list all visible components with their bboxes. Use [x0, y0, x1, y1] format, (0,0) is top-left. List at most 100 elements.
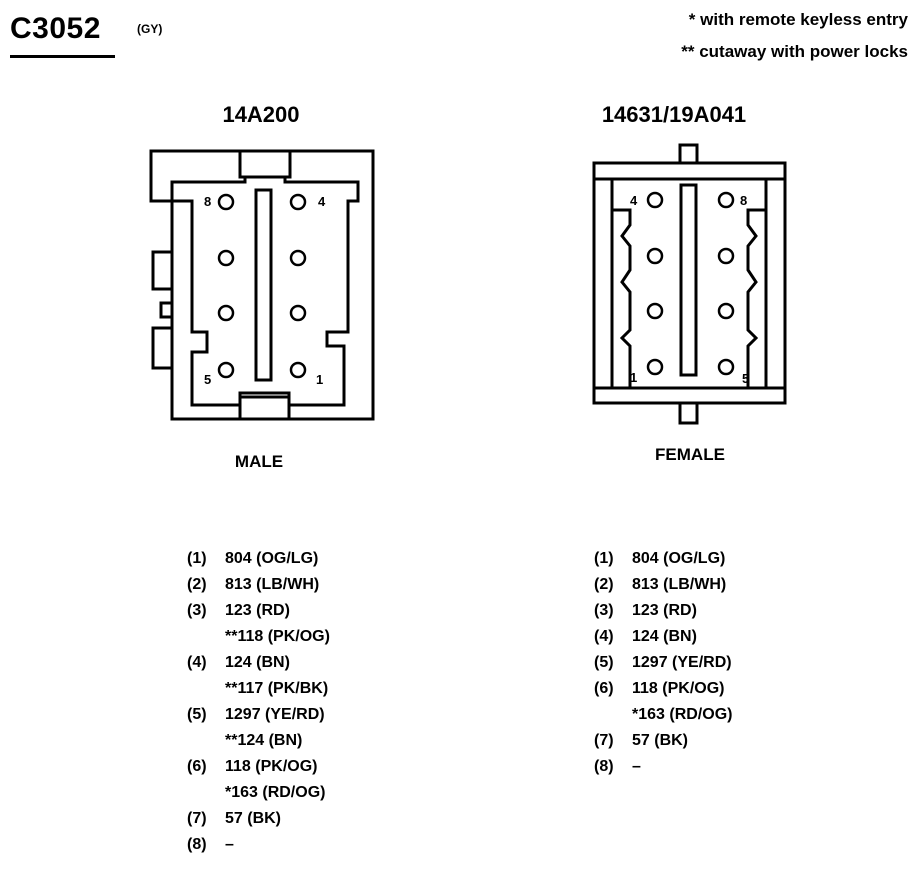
female-pin: [646, 191, 664, 209]
wire-row: (4)124 (BN): [594, 629, 732, 645]
connector-color-code: (GY): [137, 22, 163, 36]
male-pin: [289, 249, 307, 267]
wire-entry: (6) 118 (PK/OG) *163 (RD/OG): [594, 681, 732, 723]
male-pin-label-top-right: 4: [318, 194, 326, 209]
wire-row: (6) 118 (PK/OG): [594, 681, 732, 697]
title-underline: [10, 55, 115, 58]
female-pin: [717, 302, 735, 320]
pin-number: (1): [187, 550, 207, 567]
pin-number: (5): [187, 706, 207, 723]
male-pin: [289, 193, 307, 211]
pin-number: (5): [594, 654, 614, 671]
circuit-label: 813 (LB/WH): [632, 576, 727, 593]
wire-entry: (5) 1297 (YE/RD): [594, 655, 732, 671]
male-pin: [217, 193, 235, 211]
female-pin-label-top-left: 4: [630, 193, 638, 208]
circuit-label: 813 (LB/WH): [225, 576, 320, 593]
wire-entry: (7) 57 (BK): [187, 811, 330, 827]
wire-entry: (2)813 (LB/WH): [594, 577, 732, 593]
female-top-key: [678, 143, 699, 165]
female-pin-label-top-right: 8: [740, 193, 747, 208]
female-pin-label-bottom-right: 5: [742, 371, 749, 386]
circuit-label: 124 (BN): [225, 654, 290, 671]
circuit-label: 804 (OG/LG): [632, 550, 726, 567]
circuit-label: 804 (OG/LG): [225, 550, 319, 567]
note-power-locks: ** cutaway with power locks: [681, 42, 908, 61]
circuit-label: 1297 (YE/RD): [632, 654, 732, 671]
circuit-label: *163 (RD/OG): [632, 706, 733, 723]
wire-entry: (1)804 (OG/LG): [594, 551, 732, 567]
pin-number: (6): [594, 680, 614, 697]
circuit-label: –: [632, 758, 641, 775]
male-center-divider: [254, 188, 273, 382]
wire-entry: (7)57 (BK): [594, 733, 732, 749]
circuit-label: –: [225, 836, 234, 853]
wire-alt-row: *163 (RD/OG): [594, 707, 732, 723]
wire-alt-row: **117 (PK/BK): [187, 681, 330, 697]
wire-row: (7) 57 (BK): [187, 811, 330, 827]
circuit-label: **118 (PK/OG): [225, 628, 330, 645]
male-pin: [289, 361, 307, 379]
wire-alt-row: **124 (BN): [187, 733, 330, 749]
female-wire-list: (1)804 (OG/LG) (2)813 (LB/WH) (3)123 (RD) (…: [594, 551, 732, 785]
wire-entry: (6) 118 (PK/OG) *163 (RD/OG): [187, 759, 330, 801]
circuit-label: *163 (RD/OG): [225, 784, 326, 801]
female-bottom-key: [678, 401, 699, 425]
male-top-latch: [238, 149, 292, 179]
pin-number: (6): [187, 758, 207, 775]
female-pin: [646, 358, 664, 376]
male-label: MALE: [234, 452, 284, 471]
wire-row: (8)–: [594, 759, 732, 775]
female-pin: [646, 302, 664, 320]
circuit-label: 124 (BN): [632, 628, 697, 645]
circuit-label: 118 (PK/OG): [632, 680, 725, 697]
circuit-label: 118 (PK/OG): [225, 758, 318, 775]
circuit-label: **124 (BN): [225, 732, 303, 749]
pin-number: (8): [187, 836, 207, 853]
pin-number: (3): [187, 602, 207, 619]
wire-row: (3) 123 (RD): [187, 603, 330, 619]
wire-row: (3)123 (RD): [594, 603, 732, 619]
wire-row: (1) 804 (OG/LG): [187, 551, 330, 567]
male-pin-label-bottom-left: 5: [204, 372, 211, 387]
circuit-label: 123 (RD): [225, 602, 290, 619]
wire-row: (2)813 (LB/WH): [187, 577, 330, 593]
wire-row: (1)804 (OG/LG): [594, 551, 732, 567]
male-bottom-latch: [238, 391, 291, 421]
wire-entry: (3) 123 (RD) **118 (PK/OG): [187, 603, 330, 645]
male-inner-wall: [170, 177, 360, 407]
wire-entry: (4)124 (BN) **117 (PK/BK): [187, 655, 330, 697]
wire-entry: (5)1297 (YE/RD) **124 (BN): [187, 707, 330, 749]
connector-id: C3052: [10, 12, 101, 45]
pin-number: (7): [187, 810, 207, 827]
wire-row: (4)124 (BN): [187, 655, 330, 671]
male-side-tab-upper: [151, 250, 174, 291]
wire-entry: (4)124 (BN): [594, 629, 732, 645]
wire-row: (2)813 (LB/WH): [594, 577, 732, 593]
female-right-ridge: [746, 208, 766, 388]
wire-alt-row: **118 (PK/OG): [187, 629, 330, 645]
wire-row: (5) 1297 (YE/RD): [594, 655, 732, 671]
wire-row: (5)1297 (YE/RD): [187, 707, 330, 723]
female-pin: [717, 358, 735, 376]
female-inner-wall: [594, 177, 785, 390]
female-label: FEMALE: [655, 445, 725, 464]
wire-entry: (1) 804 (OG/LG): [187, 551, 330, 567]
circuit-label: 57 (BK): [225, 810, 282, 827]
pin-number: (7): [594, 732, 614, 749]
circuit-label: **117 (PK/BK): [225, 680, 329, 697]
male-pin-label-bottom-right: 1: [316, 372, 323, 387]
female-pin: [646, 247, 664, 265]
wire-row: (8) –: [187, 837, 330, 853]
male-pin: [217, 249, 235, 267]
female-center-divider: [679, 183, 698, 377]
wire-entry: (3)123 (RD): [594, 603, 732, 619]
female-pin: [717, 247, 735, 265]
male-side-tab-small: [159, 301, 174, 319]
male-part-number: 14A200: [222, 102, 300, 127]
wire-entry: (8) –: [187, 837, 330, 853]
wire-alt-row: *163 (RD/OG): [187, 785, 330, 801]
wire-entry: (8)–: [594, 759, 732, 775]
